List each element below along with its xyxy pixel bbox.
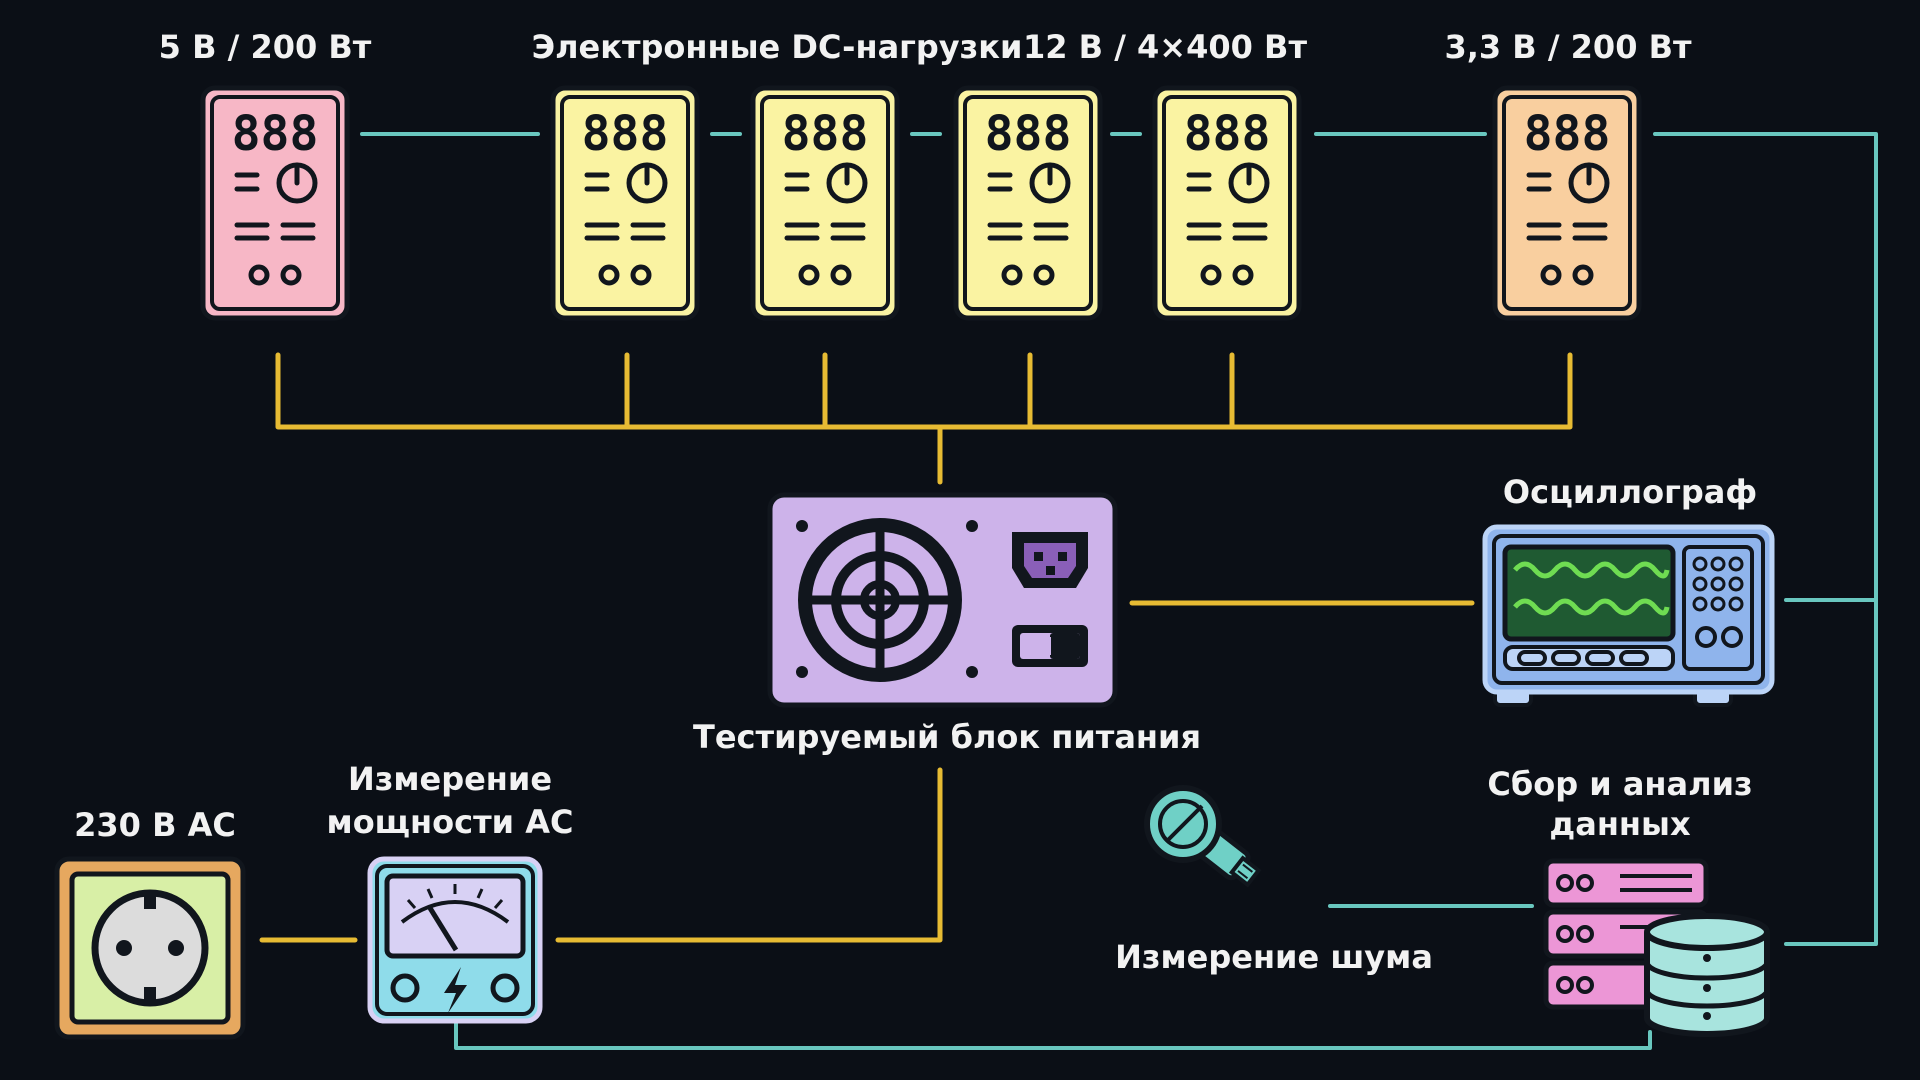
- data-wiring: [360, 132, 1878, 1050]
- load-display-12v-1: 888: [582, 106, 669, 162]
- load-12v-3[interactable]: 888: [953, 85, 1103, 321]
- oscilloscope[interactable]: [1482, 524, 1775, 707]
- electronic-load-icon: 888: [1152, 85, 1302, 321]
- lightning-icon: [444, 967, 467, 1013]
- label-daq-line1: Сбор и анализ: [1487, 765, 1752, 803]
- label-noise: Измерение шума: [1115, 938, 1433, 976]
- load-display-5v: 888: [232, 106, 319, 162]
- label-dut: Тестируемый блок питания: [693, 718, 1201, 756]
- label-power-meter-line1: Измерение: [348, 760, 552, 798]
- label-power-meter-line2: мощности AC: [327, 803, 574, 841]
- wall-socket-icon: [54, 856, 246, 1040]
- oscilloscope-icon: [1482, 524, 1775, 707]
- load-display-3v3: 888: [1524, 106, 1611, 162]
- power-meter-icon: [367, 856, 543, 1024]
- electronic-load-icon: 888: [750, 85, 900, 321]
- load-display-12v-4: 888: [1184, 106, 1271, 162]
- load-3v3[interactable]: 888: [1492, 85, 1642, 321]
- electronic-load-icon: 888: [953, 85, 1103, 321]
- noise-microphone[interactable]: [1144, 785, 1262, 889]
- label-3v3-load: 3,3 В / 200 Вт: [1444, 28, 1692, 66]
- label-daq-line2: данных: [1549, 805, 1691, 843]
- power-meter[interactable]: [367, 856, 543, 1024]
- psu-fan-icon: [798, 518, 962, 682]
- load-12v-4[interactable]: 888: [1152, 85, 1302, 321]
- dut-psu[interactable]: [767, 492, 1118, 708]
- load-12v-1[interactable]: 888: [550, 85, 700, 321]
- load-5v[interactable]: 888: [200, 85, 350, 321]
- electronic-load-icon: 888: [1492, 85, 1642, 321]
- iec-inlet-icon: [1012, 532, 1088, 588]
- load-display-12v-3: 888: [985, 106, 1072, 162]
- load-12v-2[interactable]: 888: [750, 85, 900, 321]
- power-switch-icon: [1012, 625, 1088, 667]
- database-icon: [1644, 913, 1770, 1037]
- label-12v-loads: 12 В / 4×400 Вт: [1023, 28, 1307, 66]
- label-oscilloscope: Осциллограф: [1503, 473, 1757, 511]
- data-acquisition[interactable]: [1543, 858, 1770, 1037]
- load-display-12v-2: 888: [782, 106, 869, 162]
- microphone-icon: [1144, 785, 1262, 888]
- electronic-load-icon: 888: [200, 85, 350, 321]
- label-electronic-loads: Электронные DC-нагрузки: [532, 28, 1023, 66]
- label-5v-load: 5 В / 200 Вт: [159, 28, 372, 66]
- electronic-load-icon: 888: [550, 85, 700, 321]
- label-mains: 230 В AC: [74, 806, 236, 844]
- power-wiring: [259, 352, 1573, 943]
- mains-socket[interactable]: [54, 856, 246, 1040]
